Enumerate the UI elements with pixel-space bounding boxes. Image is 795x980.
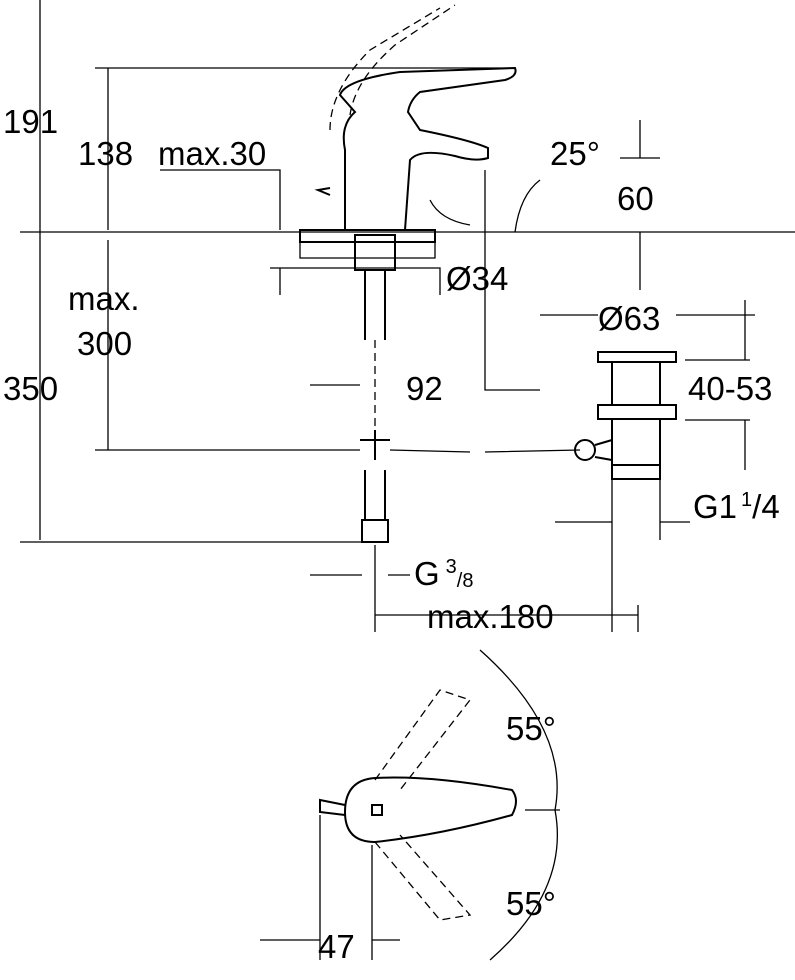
dim-191: 191 xyxy=(3,103,58,140)
dim-40-53: 40-53 xyxy=(688,370,772,407)
dim-350: 350 xyxy=(3,370,58,407)
faucet-top-view xyxy=(260,649,560,961)
dim-138: 138 xyxy=(78,135,133,172)
dimension-labels: 191 138 max.30 25° 60 Ø34 max. 300 350 Ø… xyxy=(3,103,780,965)
dim-diameter-63: Ø63 xyxy=(598,300,660,337)
dim-47: 47 xyxy=(318,928,355,965)
dim-max-30: max.30 xyxy=(158,135,266,172)
dim-max-180: max.180 xyxy=(427,598,554,635)
dim-60: 60 xyxy=(617,180,654,217)
dim-55-degree-bottom: 55° xyxy=(506,885,556,922)
dimension-lines xyxy=(20,0,795,632)
faucet-side-view xyxy=(299,4,677,543)
dim-55-degree-top: 55° xyxy=(506,710,556,747)
dim-300: 300 xyxy=(77,325,132,362)
dim-diameter-34: Ø34 xyxy=(446,260,508,297)
dim-92: 92 xyxy=(406,370,443,407)
dim-25-degree: 25° xyxy=(550,135,600,172)
dim-max-label: max. xyxy=(68,280,140,317)
